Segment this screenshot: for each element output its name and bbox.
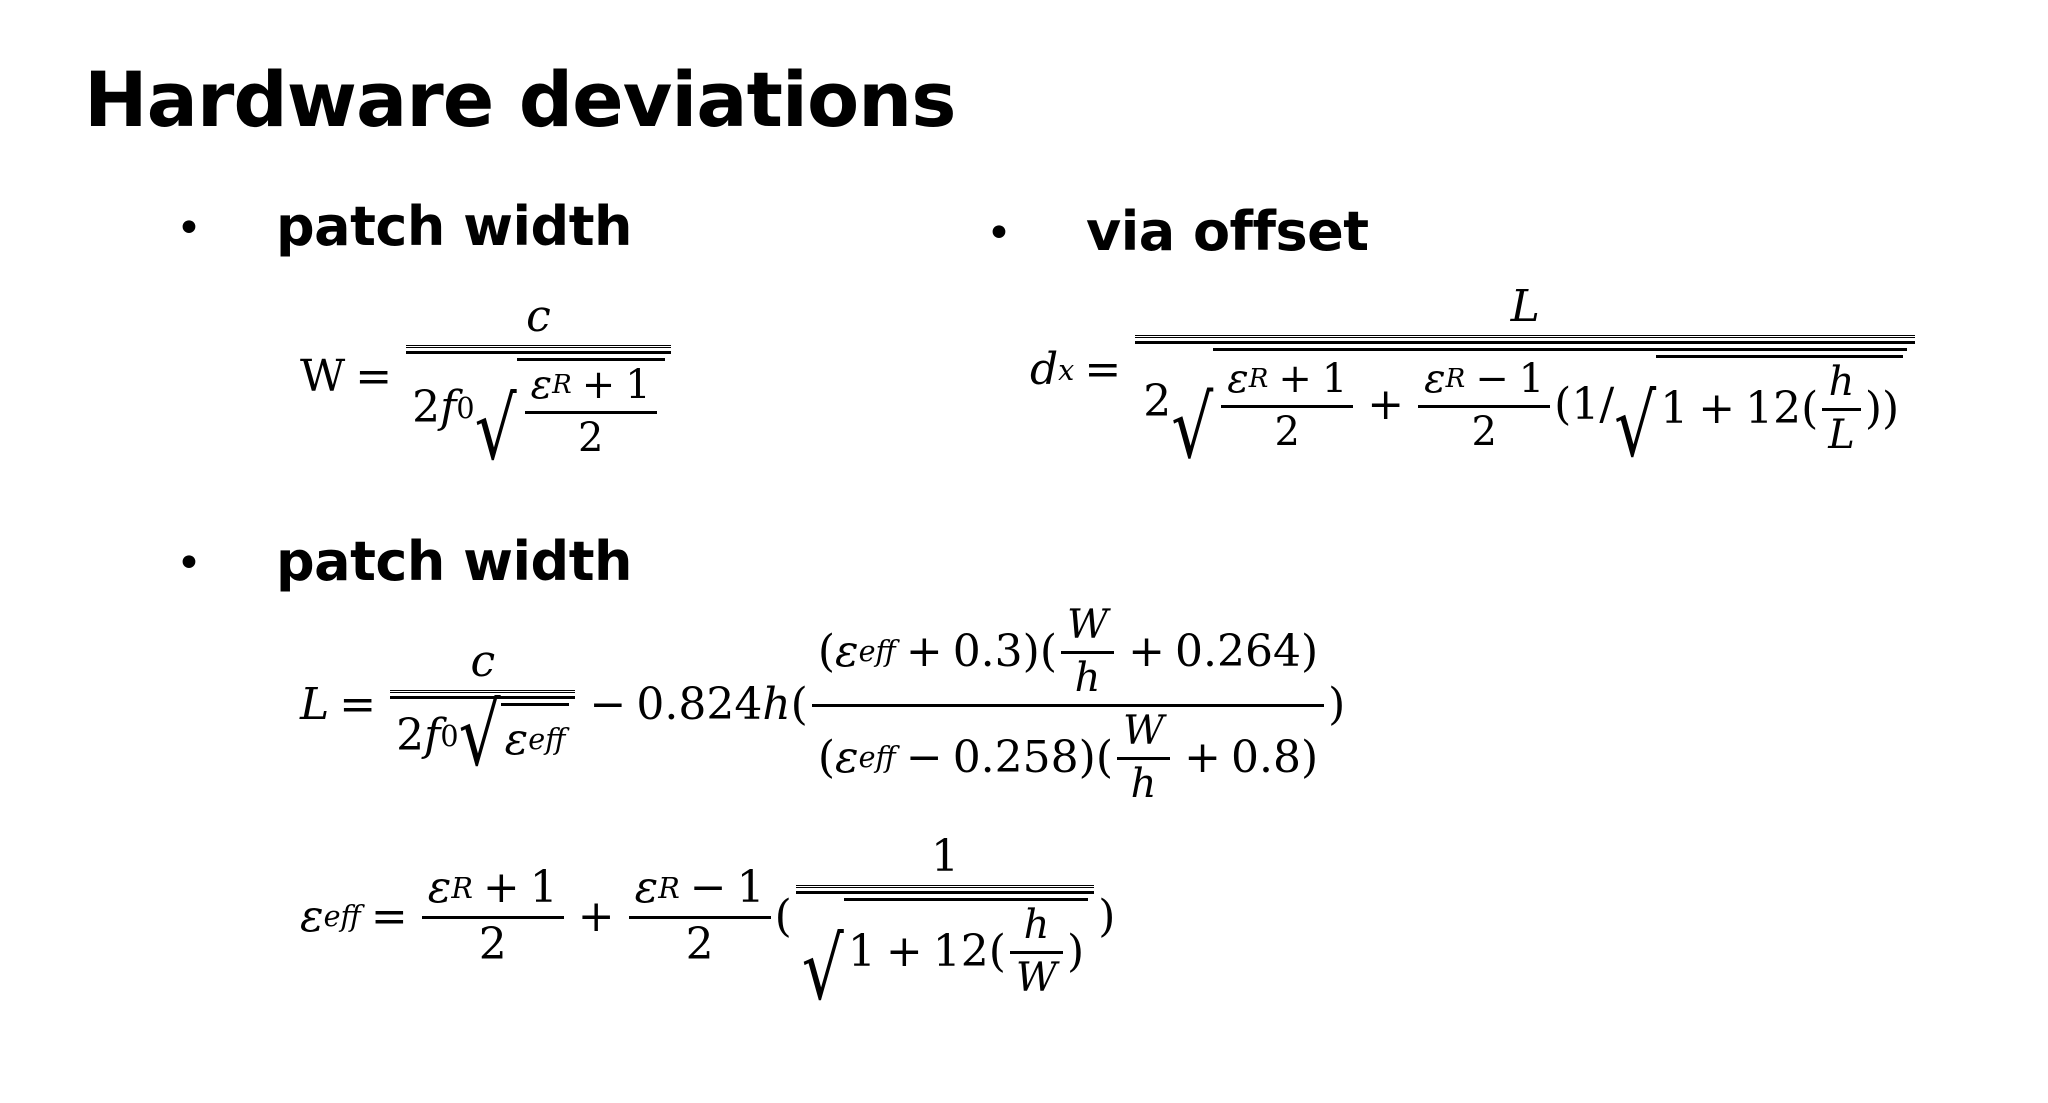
section-heading-patch-length: patch width — [276, 530, 632, 593]
bullet-icon: • — [176, 538, 202, 589]
section-heading-via-offset: via offset — [1086, 200, 1369, 263]
section-heading-patch-width: patch width — [276, 195, 632, 258]
slide-title: Hardware deviations — [84, 55, 957, 144]
bullet-icon: • — [176, 203, 202, 254]
bullet-icon: • — [986, 208, 1012, 259]
